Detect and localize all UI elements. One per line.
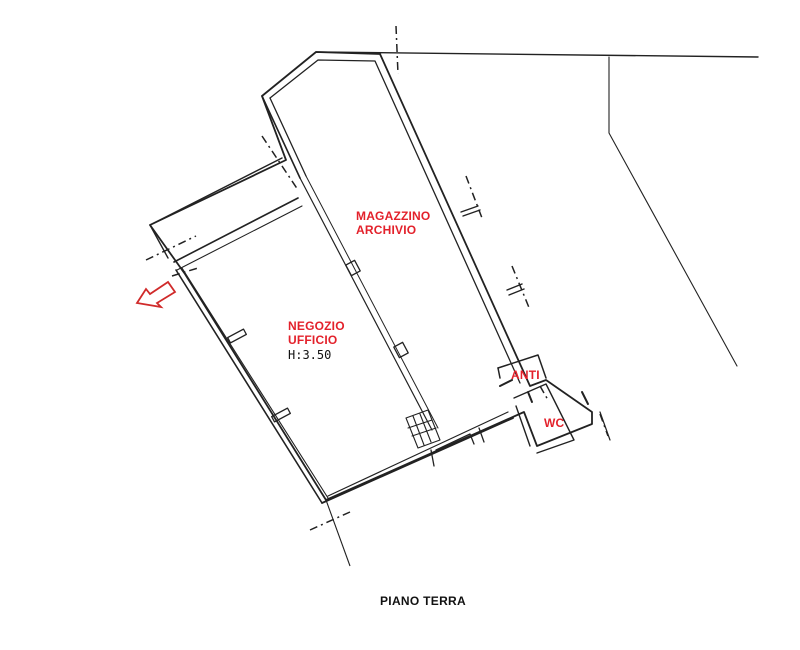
axis-mark <box>539 385 549 401</box>
room-name-line: ANTI <box>511 368 540 382</box>
wc-wall <box>513 383 575 454</box>
room-label-magazzino: MAGAZZINO ARCHIVIO <box>356 209 430 237</box>
floor-title: PIANO TERRA <box>380 594 466 608</box>
axis-mark <box>261 135 299 191</box>
anti-wall <box>497 354 547 379</box>
stairs <box>405 409 441 449</box>
room-name-line: UFFICIO <box>288 333 338 347</box>
axis-mark <box>145 235 197 261</box>
axis-mark <box>309 511 351 531</box>
bottom-wall <box>321 417 514 504</box>
room-label-wc: WC <box>544 416 564 430</box>
axis-mark <box>511 265 531 311</box>
room-name-line: MAGAZZINO <box>356 209 431 223</box>
room-name-line: WC <box>544 416 565 430</box>
inner-wall <box>269 59 521 384</box>
entrance-arrow-icon <box>135 280 177 309</box>
partition-wall <box>299 177 433 431</box>
axis-mark <box>599 413 609 437</box>
room-height-label: H:3.50 <box>288 348 332 362</box>
room-label-anti: ANTI <box>511 368 540 382</box>
negozio-left-wall <box>175 269 323 504</box>
room-label-negozio: NEGOZIO UFFICIO <box>288 319 345 347</box>
axis-mark <box>395 25 399 75</box>
boundary-line-top <box>315 51 759 58</box>
outer-wall <box>149 51 593 501</box>
annex-bottom <box>173 197 299 263</box>
axis-mark <box>171 267 199 277</box>
axis-mark <box>465 175 483 219</box>
room-name-line: ARCHIVIO <box>356 223 417 237</box>
annex-left <box>149 224 169 259</box>
annex-top <box>149 157 283 226</box>
boundary-line-right <box>608 56 738 367</box>
room-name-line: NEGOZIO <box>288 319 345 333</box>
